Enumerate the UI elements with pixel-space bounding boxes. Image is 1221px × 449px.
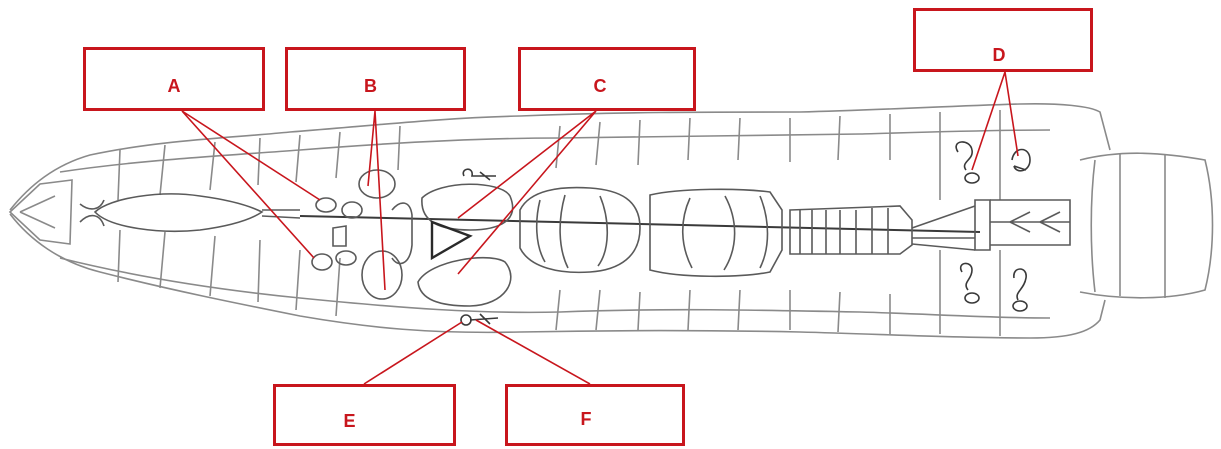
label-f: F — [490, 409, 682, 430]
label-box-b: B — [285, 47, 466, 111]
crop-gizzard — [520, 188, 782, 277]
leader-lines — [182, 72, 1018, 384]
intestine — [790, 200, 1070, 254]
label-d: D — [908, 45, 1090, 66]
label-a: A — [86, 76, 262, 97]
label-b: B — [278, 76, 463, 97]
label-box-e: E — [273, 384, 456, 446]
pharynx — [80, 194, 300, 231]
label-box-c: C — [518, 47, 696, 111]
reproductive-organs — [312, 170, 513, 306]
body-outline — [10, 104, 1213, 338]
label-e: E — [246, 411, 453, 432]
label-c: C — [507, 76, 693, 97]
label-box-f: F — [505, 384, 685, 446]
label-box-a: A — [83, 47, 265, 111]
label-box-d: D — [913, 8, 1093, 72]
